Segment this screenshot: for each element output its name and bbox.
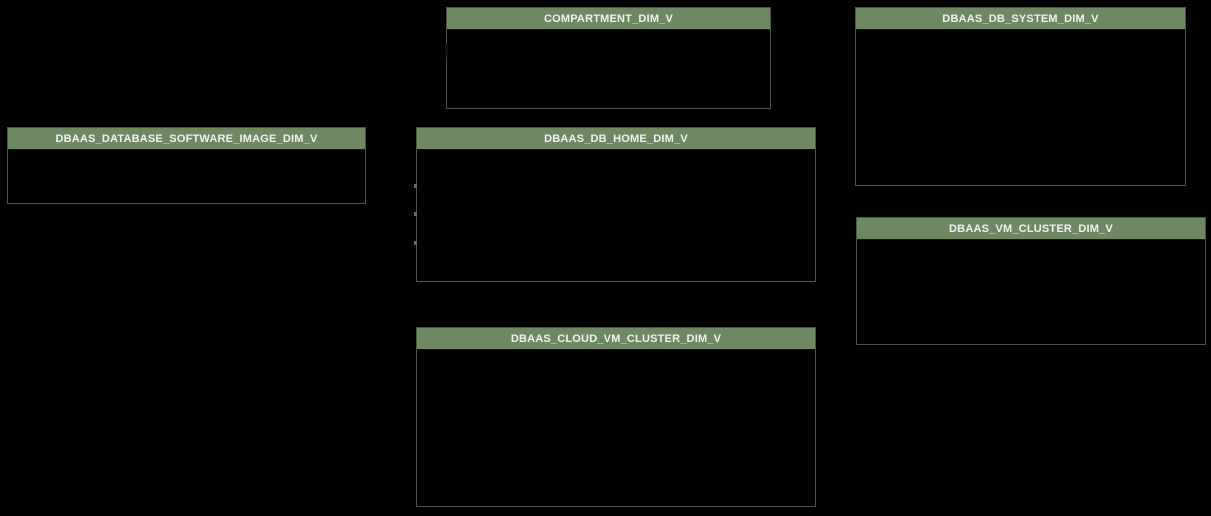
entity-title: DBAAS_DB_HOME_DIM_V [544,132,688,145]
entity-header: DBAAS_CLOUD_VM_CLUSTER_DIM_V [417,328,815,350]
connector-stub [445,44,448,57]
entity-title: DBAAS_CLOUD_VM_CLUSTER_DIM_V [510,332,722,345]
entity-body [417,150,815,281]
entity-dbaas-database-software-image-dim-v[interactable]: DBAAS_DATABASE_SOFTWARE_IMAGE_DIM_V [7,127,366,204]
connector-stub [414,241,417,245]
entity-body [447,30,770,108]
entity-dbaas-vm-cluster-dim-v[interactable]: DBAAS_VM_CLUSTER_DIM_V [856,217,1206,345]
entity-title: COMPARTMENT_DIM_V [543,12,674,25]
entity-body [8,150,365,203]
entity-title: DBAAS_DATABASE_SOFTWARE_IMAGE_DIM_V [55,132,318,145]
entity-compartment-dim-v[interactable]: COMPARTMENT_DIM_V [446,7,771,109]
entity-header: DBAAS_DB_HOME_DIM_V [417,128,815,150]
entity-dbaas-db-home-dim-v[interactable]: DBAAS_DB_HOME_DIM_V [416,127,816,282]
entity-body [417,350,815,506]
entity-header: DBAAS_DATABASE_SOFTWARE_IMAGE_DIM_V [8,128,365,150]
entity-header: DBAAS_VM_CLUSTER_DIM_V [857,218,1205,240]
entity-dbaas-cloud-vm-cluster-dim-v[interactable]: DBAAS_CLOUD_VM_CLUSTER_DIM_V [416,327,816,507]
entity-title: DBAAS_DB_SYSTEM_DIM_V [942,12,1099,25]
connector-stub [414,184,417,188]
entity-body [857,240,1205,344]
connector-stub [414,212,417,216]
entity-body [856,30,1185,185]
entity-dbaas-db-system-dim-v[interactable]: DBAAS_DB_SYSTEM_DIM_V [855,7,1186,186]
entity-header: COMPARTMENT_DIM_V [447,8,770,30]
entity-header: DBAAS_DB_SYSTEM_DIM_V [856,8,1185,30]
entity-title: DBAAS_VM_CLUSTER_DIM_V [949,222,1113,235]
